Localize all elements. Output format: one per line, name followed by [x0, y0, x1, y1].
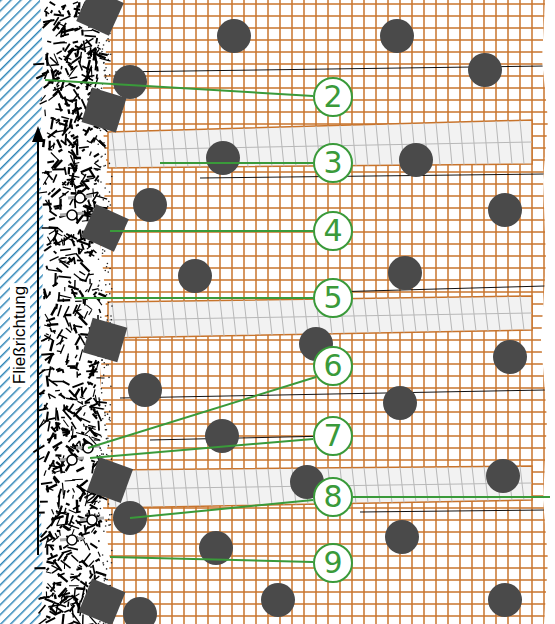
callout-number: 2: [313, 77, 353, 117]
leader-line: [353, 496, 550, 498]
leader-line: [45, 80, 313, 96]
stones: [60, 0, 527, 624]
flow-arrowhead: [32, 126, 44, 142]
leader-line: [160, 162, 313, 164]
leader-line: [110, 230, 313, 232]
leader-line: [75, 297, 313, 299]
flow-arrow: [37, 140, 39, 555]
flow-direction-label: Fließrichtung: [10, 283, 30, 387]
callout-number: 4: [313, 211, 353, 251]
leader-line: [130, 500, 313, 518]
callout-number: 5: [313, 278, 353, 318]
water-hatch: [0, 0, 44, 624]
leader-line: [88, 377, 316, 448]
callout-number: 9: [313, 543, 353, 583]
leader-line: [110, 557, 313, 562]
callout-number: 8: [313, 477, 353, 517]
leader-lines: [45, 80, 550, 562]
callout-number: 3: [313, 143, 353, 183]
geogrid: [100, 0, 550, 624]
callout-number: 6: [313, 346, 353, 386]
callout-number: 7: [313, 416, 353, 456]
leader-line: [90, 439, 313, 458]
